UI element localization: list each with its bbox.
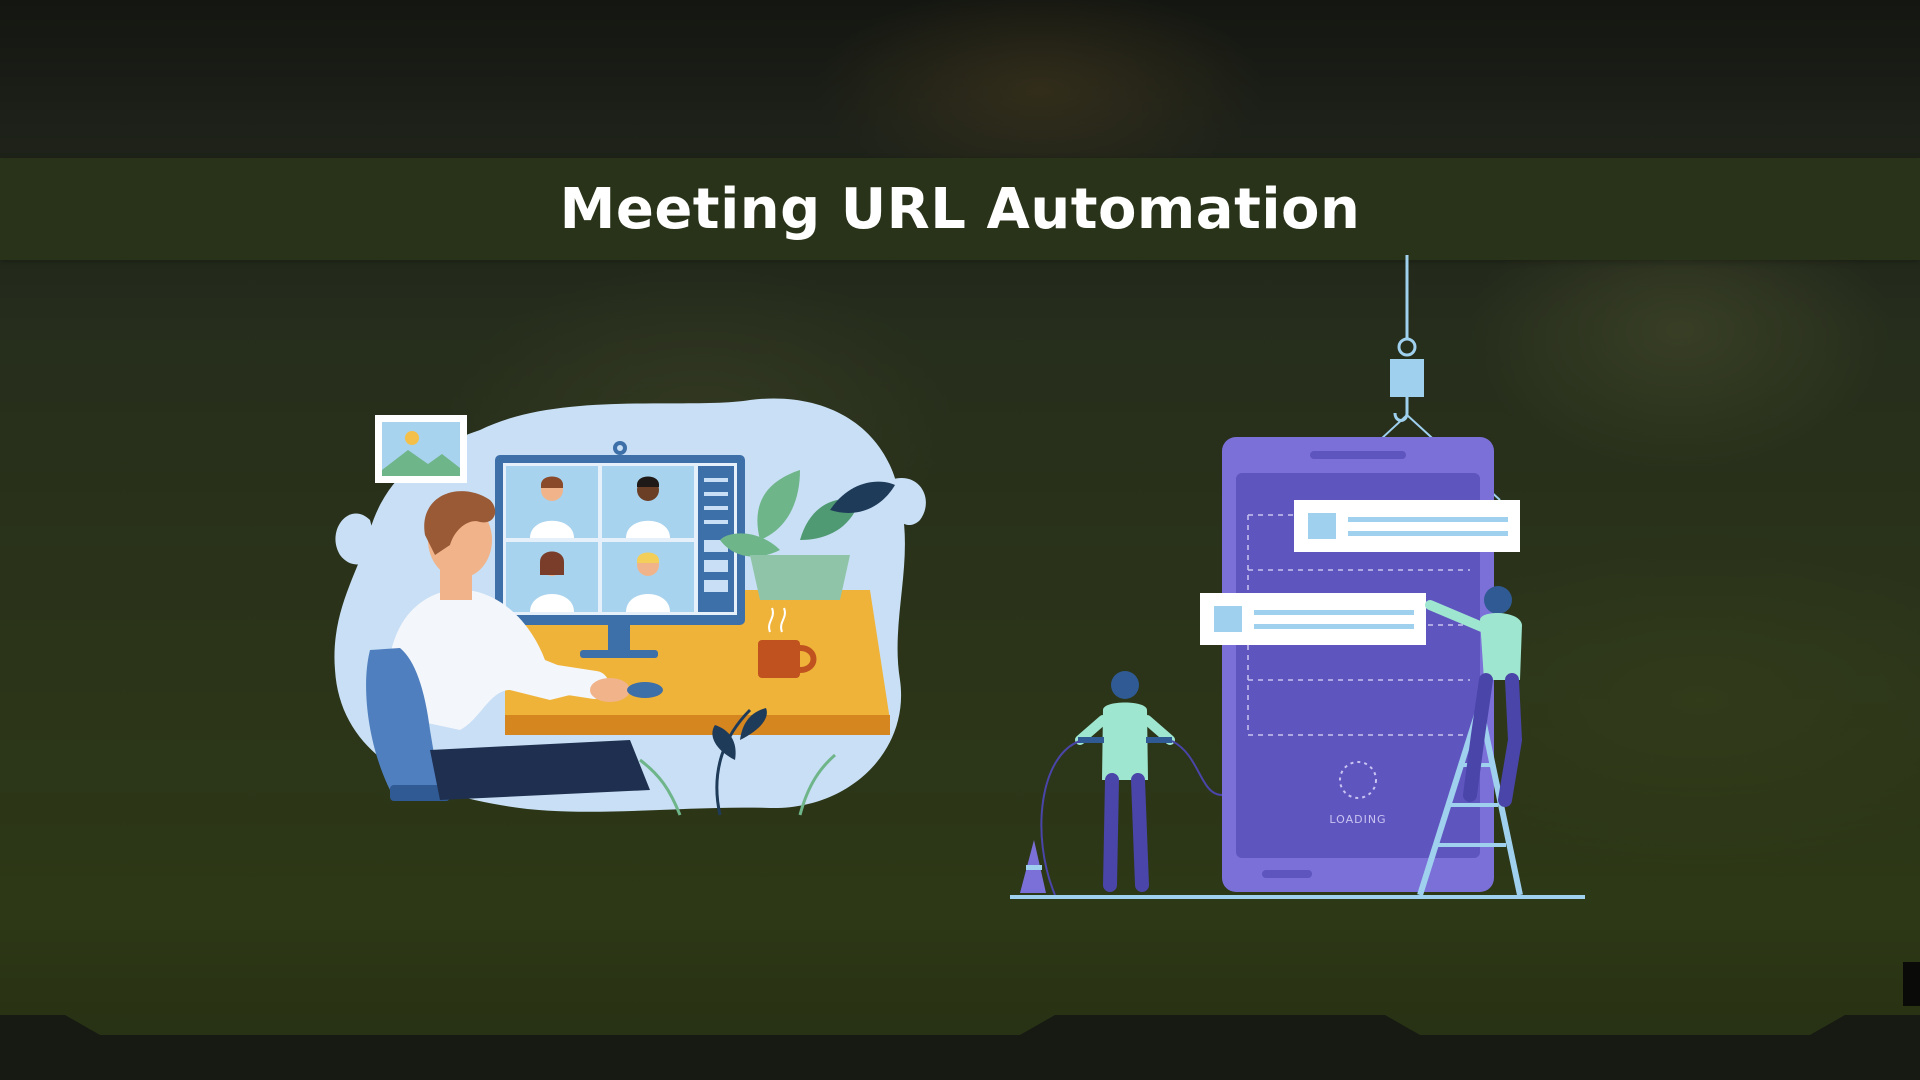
title-bar: Meeting URL Automation bbox=[0, 158, 1920, 260]
slide-title: Meeting URL Automation bbox=[559, 176, 1361, 242]
loading-label: LOADING bbox=[1329, 813, 1386, 826]
bottom-frame bbox=[0, 1015, 1920, 1080]
corner-mark bbox=[1903, 962, 1920, 1006]
app-development-illustration: LOADING bbox=[1010, 255, 1585, 899]
video-conference-illustration bbox=[334, 398, 926, 816]
